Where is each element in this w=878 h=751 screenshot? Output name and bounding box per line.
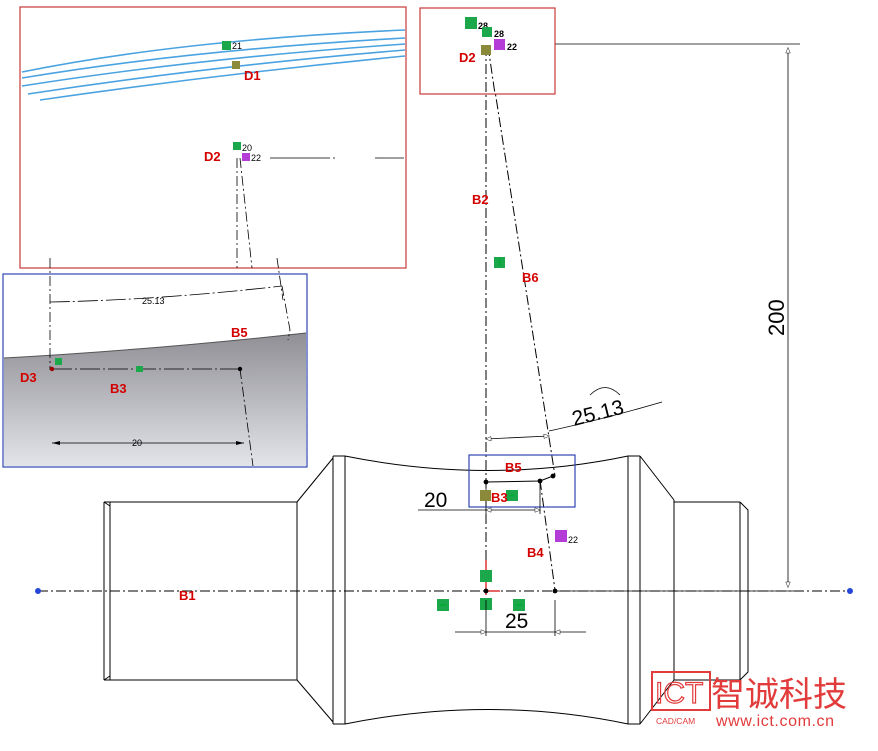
vertical-relation-icon-d2-inset[interactable] — [233, 142, 241, 150]
svg-text:CAD/CAM: CAD/CAM — [656, 716, 695, 726]
label-b1: B1 — [179, 588, 196, 603]
svg-text:www.ict.com.cn: www.ict.com.cn — [715, 713, 835, 730]
label-d1: D1 — [244, 68, 261, 83]
svg-text:28: 28 — [478, 21, 488, 31]
inset-width-dimension-value[interactable]: 20 — [132, 438, 142, 448]
label-d3: D3 — [20, 370, 37, 385]
svg-text:22: 22 — [251, 153, 261, 163]
vertical-relation-icon-top-2[interactable] — [482, 27, 492, 37]
label-b2: B2 — [472, 192, 489, 207]
sketch-line-b6[interactable] — [487, 45, 556, 477]
midpoint-relation-icon-1[interactable] — [480, 570, 492, 582]
coincident-relation-icon-top[interactable] — [481, 45, 491, 55]
coincident-relation-icon-d1[interactable] — [232, 61, 240, 69]
zoom-inset-top-left — [19, 6, 407, 269]
svg-text:ICT: ICT — [655, 677, 703, 710]
surface-curves — [21, 29, 406, 101]
label-b6: B6 — [522, 270, 539, 285]
label-b3: B3 — [491, 490, 508, 505]
inset-angle-dimension-value[interactable]: 25.13 — [142, 296, 165, 306]
height-dimension-value[interactable]: 200 — [764, 299, 789, 336]
vertical-relation-icon-top[interactable] — [465, 17, 477, 29]
parallel-relation-icon-d2-inset[interactable] — [242, 153, 250, 161]
section-fill — [4, 333, 306, 466]
label-b4: B4 — [527, 545, 544, 560]
zoom-box-b5[interactable] — [468, 454, 576, 508]
angle-dimension-line[interactable] — [484, 433, 551, 442]
svg-text:20: 20 — [242, 143, 252, 153]
label-b3-inset: B3 — [110, 381, 127, 396]
svg-text:22: 22 — [568, 535, 578, 545]
svg-text:21: 21 — [232, 41, 242, 51]
angle-dimension-value[interactable]: 25.13 — [570, 396, 627, 431]
parallel-relation-icon-top[interactable] — [494, 39, 505, 50]
centerline-end-right[interactable] — [847, 588, 853, 594]
label-b5: B5 — [505, 460, 522, 475]
vertical-relation-icon-d1[interactable] — [222, 41, 231, 50]
shaft-outline — [103, 455, 749, 725]
label-d2: D2 — [459, 50, 476, 65]
sketch-line-b4[interactable] — [539, 479, 556, 591]
centerline-end-left[interactable] — [35, 588, 41, 594]
label-b5-inset: B5 — [231, 325, 248, 340]
width-top-dimension-value[interactable]: 20 — [424, 489, 447, 512]
label-d2-inset: D2 — [204, 149, 221, 164]
svg-text:22: 22 — [507, 42, 517, 52]
company-logo: ICT CAD/CAM 智诚科技 www.ict.com.cn — [651, 671, 847, 730]
parallel-relation-icon[interactable] — [555, 530, 567, 542]
svg-text:智诚科技: 智诚科技 — [711, 676, 847, 714]
width-bottom-dimension-value[interactable]: 25 — [505, 610, 528, 633]
svg-text:28: 28 — [494, 29, 504, 39]
coincident-relation-icon[interactable] — [480, 490, 491, 501]
sketch-line-b3[interactable] — [485, 475, 554, 483]
